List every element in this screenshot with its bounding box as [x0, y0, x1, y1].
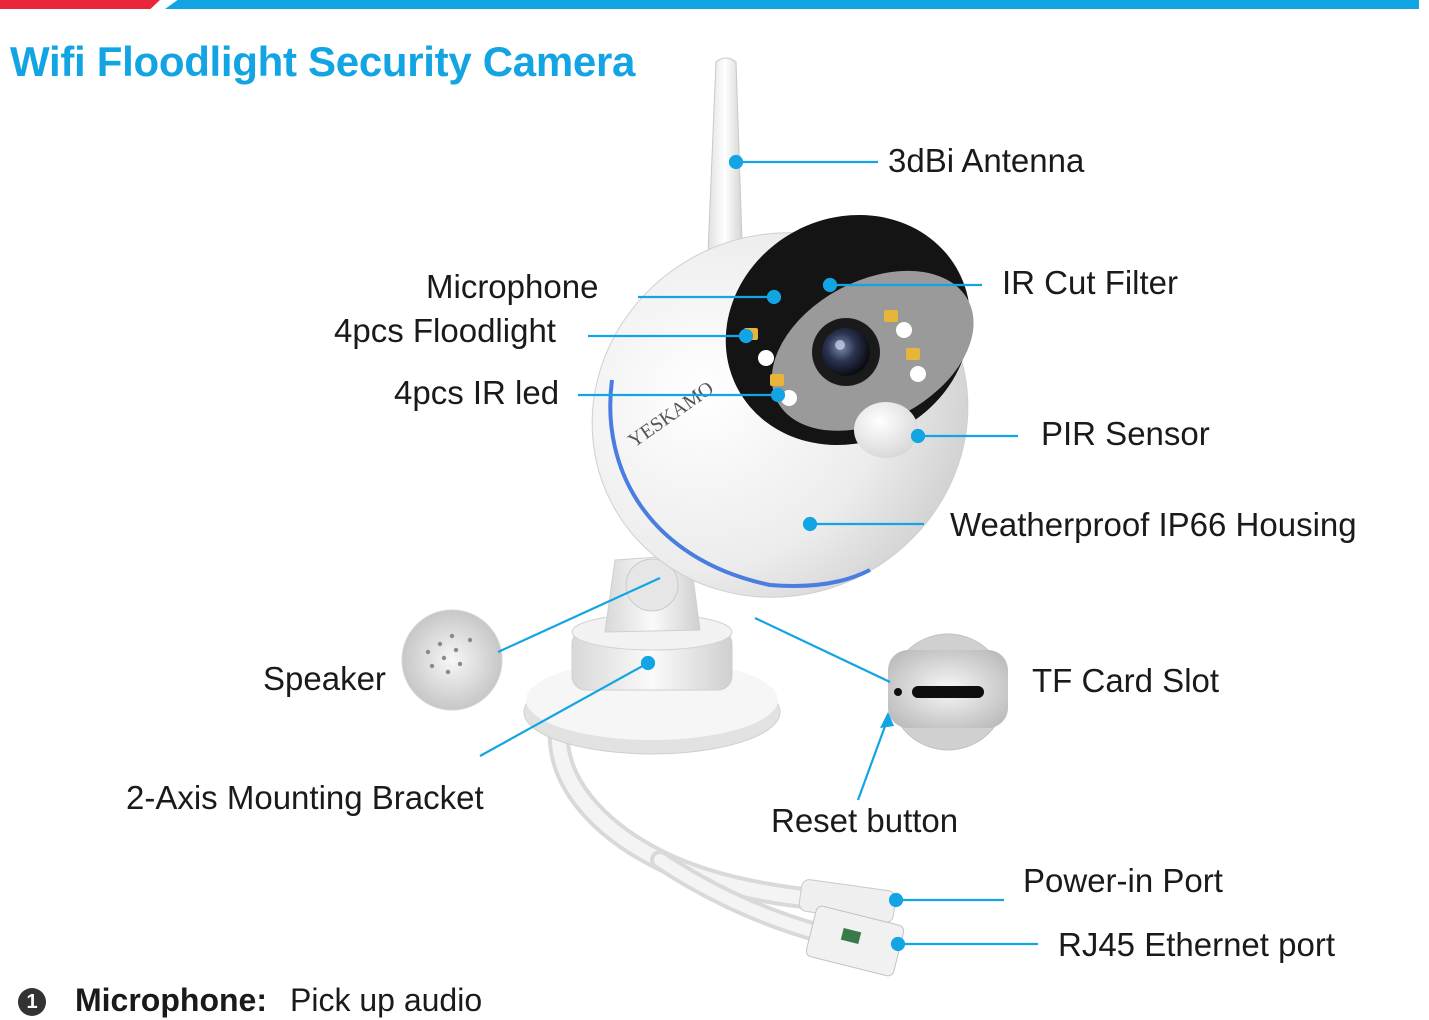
leader-lines: [479, 154, 1038, 952]
feature-description: 1 Microphone: Pick up audio: [0, 980, 900, 1020]
feature-text: Pick up audio: [290, 982, 483, 1018]
feature-term: Microphone:: [75, 982, 267, 1018]
bracket-graphic: [523, 554, 781, 755]
label-housing: Weatherproof IP66 Housing: [950, 506, 1357, 543]
label-bracket: 2-Axis Mounting Bracket: [126, 779, 484, 816]
label-ir-led: 4pcs IR led: [394, 374, 560, 411]
label-speaker: Speaker: [263, 660, 386, 697]
speaker-zoom-graphic: [401, 609, 503, 711]
label-floodlight: 4pcs Floodlight: [334, 312, 556, 349]
label-microphone: Microphone: [426, 268, 599, 305]
top-accent-bar-blue: [165, 0, 1419, 9]
label-tf-card-slot: TF Card Slot: [1032, 662, 1220, 699]
label-ir-cut-filter: IR Cut Filter: [1002, 264, 1179, 301]
feature-number-badge: 1: [18, 988, 46, 1016]
camera-body-graphic: [591, 215, 974, 598]
label-antenna: 3dBi Antenna: [888, 142, 1085, 179]
page-title: Wifi Floodlight Security Camera: [10, 38, 636, 85]
rj45-connector-graphic: [805, 905, 905, 977]
top-accent-bar-red: [0, 0, 160, 9]
label-reset-button: Reset button: [771, 802, 959, 839]
label-power-port: Power-in Port: [1023, 862, 1223, 899]
tf-slot-zoom-graphic: [888, 633, 1008, 751]
label-pir-sensor: PIR Sensor: [1041, 415, 1210, 452]
label-rj45-port: RJ45 Ethernet port: [1058, 926, 1335, 963]
